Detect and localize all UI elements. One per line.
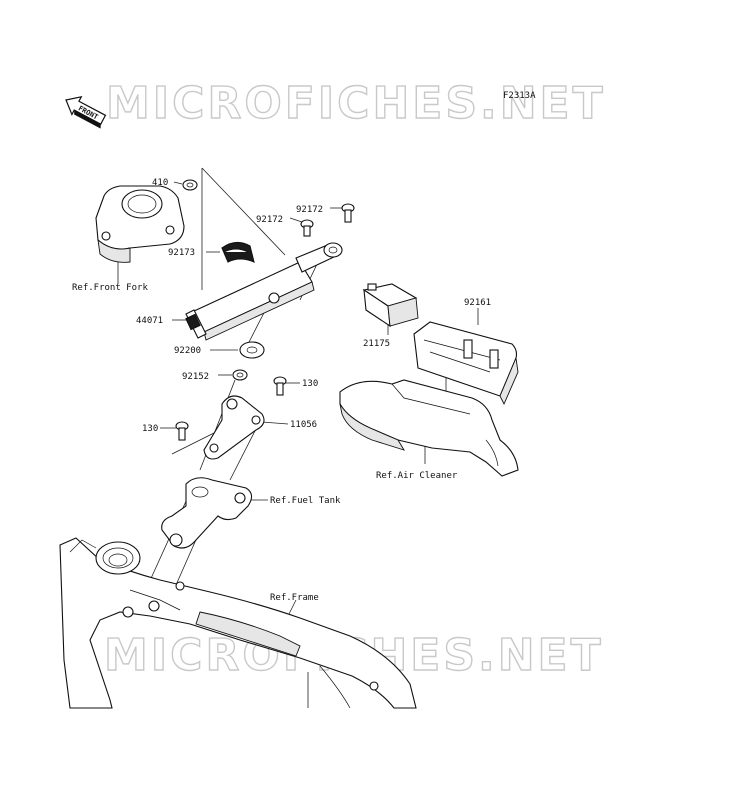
washer-410 [182, 179, 198, 191]
label-ref-front-fork: Ref.Front Fork [72, 283, 148, 293]
bolt-130-right [273, 376, 287, 396]
air-cleaner-housing [339, 379, 519, 477]
frame-assembly [59, 537, 417, 709]
bolt-130-left [175, 421, 189, 441]
clip-92173 [221, 241, 255, 263]
label-130-left: 130 [142, 424, 158, 434]
label-130-right: 130 [302, 379, 318, 389]
label-92172-upper: 92172 [296, 205, 323, 215]
label-92172-lower: 92172 [256, 215, 283, 225]
bolt-92172-upper [341, 203, 355, 223]
label-ref-fuel-tank: Ref.Fuel Tank [270, 496, 341, 506]
collar-92200 [239, 341, 265, 359]
fuel-tank-bracket [161, 477, 253, 549]
bolt-92172-lower [300, 219, 314, 237]
figure-code: F2313A [503, 91, 536, 101]
bracket-11056 [203, 395, 265, 460]
cover-92161 [413, 321, 519, 406]
label-92152: 92152 [182, 372, 209, 382]
front-fork-clamp [95, 185, 185, 263]
front-arrow-icon: FRONT [65, 95, 107, 129]
steering-damper-44071 [185, 242, 343, 341]
label-44071: 44071 [136, 316, 163, 326]
label-410: 410 [152, 178, 168, 188]
label-92161: 92161 [464, 298, 491, 308]
connector-21175 [362, 283, 419, 328]
label-11056: 11056 [290, 420, 317, 430]
label-ref-frame: Ref.Frame [270, 593, 319, 603]
label-ref-air-cleaner: Ref.Air Cleaner [376, 471, 458, 481]
watermark-top: MICROFICHES.NET [106, 78, 606, 129]
label-92200: 92200 [174, 346, 201, 356]
nut-92152 [232, 369, 248, 381]
label-92173: 92173 [168, 248, 195, 258]
label-21175: 21175 [363, 339, 390, 349]
